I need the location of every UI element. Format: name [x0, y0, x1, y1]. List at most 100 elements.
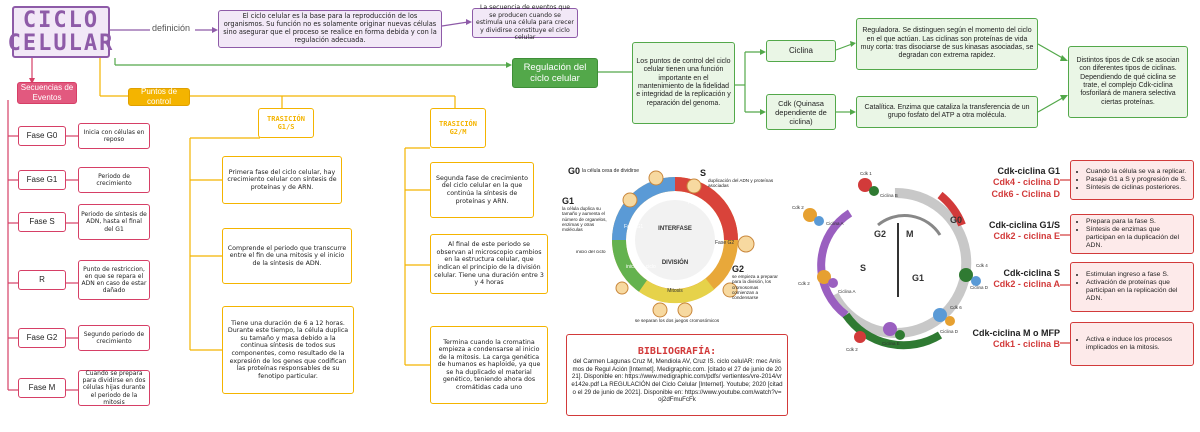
label-m: M — [906, 229, 914, 239]
label-g2: G2 — [874, 229, 886, 239]
cdk-blob-icon — [858, 178, 872, 192]
cdk-blob-icon — [803, 208, 817, 222]
regulacion-text: Los puntos de control del ciclo celular … — [632, 42, 735, 124]
label-g1-text: la célula duplica su tamaño y aumenta el… — [562, 206, 607, 233]
cell-icon — [722, 282, 738, 298]
cell-icon — [622, 192, 638, 208]
cdk-blob-icon — [817, 270, 831, 284]
label-inicio-ciclo: inicio de ciclo — [626, 264, 656, 270]
complejo-bullets: Estimulan ingreso a fase S.Activación de… — [1070, 262, 1194, 312]
fase-desc: Inicia con células en reposo — [78, 123, 150, 149]
cyclin-blob-icon — [945, 316, 955, 326]
transicion1-label: TRASICIÓN G1/S — [258, 108, 314, 138]
ring-g1-arc — [842, 312, 943, 350]
cdk-box: Cdk (Quinasa dependiente de ciclina) — [766, 94, 836, 130]
cell-cycle-diagram: INTERFASE DIVISIÓN Fase S Fase G2 Fase G… — [562, 166, 778, 323]
complejo-bullets: Activa e induce los procesos implicados … — [1070, 322, 1194, 366]
title-box: CICLO CELULAR — [8, 6, 112, 58]
blob-label: Ciclina A — [826, 221, 844, 226]
label-g0-text: la célula cesa de dividirse — [582, 168, 639, 174]
blob-label: Cdk 1 — [860, 171, 872, 176]
label-fase-g2: Fase G2 — [715, 240, 734, 246]
ciclina-box: Ciclina — [766, 40, 836, 62]
definition-box-2: La secuencia de eventos que se producen … — [472, 4, 578, 41]
cdk-blob-icon — [933, 308, 947, 322]
label-s: S — [860, 263, 866, 273]
fase-box: Fase M — [18, 378, 66, 398]
blob-label: Ciclina E — [882, 341, 900, 346]
transicion2-item-2: Al final de este periodo se observan al … — [430, 234, 548, 294]
regulacion-label: Regulación del ciclo celular — [512, 58, 598, 88]
label-g1: G1 — [562, 196, 574, 206]
label-separan: se separan los dos juegos cromosómicos — [634, 318, 720, 323]
cdk-text: Catalítica. Enzima que cataliza la trans… — [856, 96, 1038, 128]
fase-desc: Periodo de síntesis de ADN, hasta el fin… — [78, 204, 150, 240]
cdk-blob-icon — [854, 331, 866, 343]
blob-label: Ciclina D — [970, 285, 989, 290]
bullet-list: Prepara para la fase S.Síntesis de enzim… — [1074, 218, 1190, 251]
bullet-item: Prepara para la fase S. — [1086, 218, 1190, 226]
bullet-item: Pasaje G1 a S y progresión de S. — [1086, 176, 1187, 184]
cdk-blob-icon — [883, 322, 897, 336]
bullet-list: Activa e induce los procesos implicados … — [1074, 336, 1190, 352]
label-s: S — [700, 168, 706, 178]
outer-ring — [829, 187, 972, 338]
bullet-list: Cuando la célula se va a replicar.Pasaje… — [1074, 168, 1187, 192]
transicion2-item-3: Termina cuando la cromatina empieza a co… — [430, 326, 548, 404]
blob-label: Cdk 6 — [950, 305, 962, 310]
label-g2-text: se empieza a preparar para la división, … — [732, 274, 778, 301]
fase-desc: Cuando se prepara para dividirse en dos … — [78, 370, 150, 406]
cdk-blobs — [803, 178, 981, 343]
bullet-item: Estimulan ingreso a fase S. — [1086, 271, 1190, 279]
fase-desc: Periodo de crecimiento — [78, 167, 150, 193]
label-fase-s: Fase S — [688, 200, 705, 206]
fase-box: Fase G0 — [18, 126, 66, 146]
ring-s-arc — [817, 209, 853, 319]
label-interfase: INTERFASE — [658, 226, 692, 232]
wheel-s-arc — [674, 177, 738, 241]
transicion2-item-1: Segunda fase de crecimiento del ciclo ce… — [430, 162, 534, 218]
cell-icon — [677, 302, 693, 318]
complejo-sub: Cdk2 - ciclina E — [993, 231, 1060, 242]
wheel-mitosis-arc — [638, 278, 715, 304]
complejo-sub: Cdk1 - ciclina B — [992, 339, 1060, 350]
definicion-label: definición — [152, 23, 191, 33]
cyclin-blob-icon — [971, 276, 981, 286]
complejo-bullets: Cuando la célula se va a replicar.Pasaje… — [1070, 160, 1194, 200]
cell-icon — [686, 178, 702, 194]
complejo-title: Cdk-ciclina G1/S — [988, 220, 1060, 230]
definition-box-1: El ciclo celular es la base para la repr… — [218, 10, 442, 48]
cyclin-blob-icon — [828, 278, 838, 288]
blob-label: Ciclina D — [940, 329, 959, 334]
cyclin-blob-icon — [869, 186, 879, 196]
cdk-cyclin-diagram: G2 M S G1 G0 Cdk 1 Ciclina B Cdk 2 Cicli… — [792, 171, 989, 352]
ring-m-arc — [937, 191, 966, 227]
distintos-text: Distintos tipos de Cdk se asocian con di… — [1068, 46, 1188, 118]
bibliografia-text: del Carmen Lagunas Cruz M, Mendiola AV, … — [571, 358, 783, 404]
complejo-title: Cdk-ciclina M o MFP — [972, 328, 1060, 338]
cdk-blob-icon — [959, 268, 973, 282]
secuencias-label: Secuencias de Eventos — [17, 82, 77, 104]
fase-box: R — [18, 270, 66, 290]
inner-arc — [877, 214, 942, 236]
label-g0: G0 — [950, 215, 962, 225]
label-g1: G1 — [912, 273, 924, 283]
complejo-title: Cdk-ciclina S — [1003, 268, 1060, 278]
label-division: DIVISIÓN — [662, 258, 688, 266]
cell-icon — [652, 302, 668, 318]
cell-icon — [615, 281, 629, 295]
cyclin-blob-icon — [895, 330, 905, 340]
ciclina-text: Reguladora. Se distinguen según el momen… — [856, 18, 1038, 70]
complejo-bullets: Prepara para la fase S.Síntesis de enzim… — [1070, 214, 1194, 254]
bullet-list: Estimulan ingreso a fase S.Activación de… — [1074, 271, 1190, 304]
label-g0: G0 — [568, 166, 580, 176]
blob-label: Cdk 4 — [976, 263, 988, 268]
fase-box: Fase S — [18, 212, 66, 232]
bibliografia-title: BIBLIOGRAFÍA: — [637, 346, 717, 358]
fase-box: Fase G1 — [18, 170, 66, 190]
